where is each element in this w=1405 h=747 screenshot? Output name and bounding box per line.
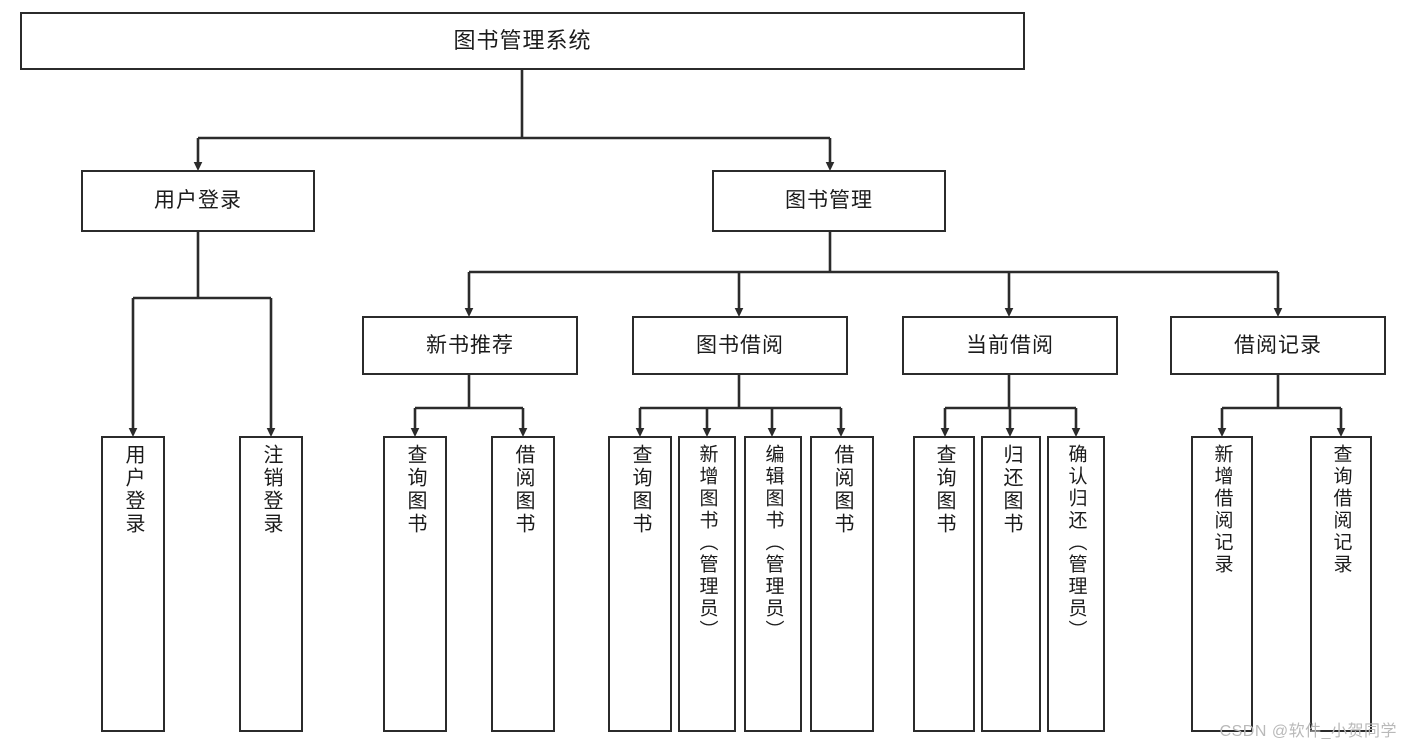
leaf-return-book[interactable]: 归还图书: [981, 436, 1041, 732]
node-label: 查询图书: [933, 444, 955, 536]
node-label: 借阅图书: [512, 444, 534, 536]
node-label: 注销登录: [260, 444, 282, 536]
node-label: 图书管理: [785, 189, 873, 213]
leaf-query-borrow-record[interactable]: 查询借阅记录: [1310, 436, 1372, 732]
node-label: 查询图书: [629, 444, 651, 536]
leaf-add-borrow-record[interactable]: 新增借阅记录: [1191, 436, 1253, 732]
node-label: 新增借阅记录: [1211, 444, 1233, 576]
leaf-edit-book[interactable]: 编辑图书（管理员）: [744, 436, 802, 732]
leaf-borrow-book-recommend[interactable]: 借阅图书: [491, 436, 555, 732]
leaf-add-book[interactable]: 新增图书（管理员）: [678, 436, 736, 732]
node-user-login[interactable]: 用户登录: [81, 170, 315, 232]
node-label: 新书推荐: [426, 333, 514, 357]
leaf-query-book-borrow[interactable]: 查询图书: [608, 436, 672, 732]
node-label: 图书管理系统: [453, 27, 592, 53]
node-label: 用户登录: [154, 189, 242, 213]
leaf-confirm-return[interactable]: 确认归还（管理员）: [1047, 436, 1105, 732]
node-root-system[interactable]: 图书管理系统: [20, 12, 1025, 70]
node-new-book-recommend[interactable]: 新书推荐: [362, 316, 578, 375]
node-label: 借阅图书: [831, 444, 853, 536]
leaf-logout-login[interactable]: 注销登录: [239, 436, 303, 732]
node-book-borrow[interactable]: 图书借阅: [632, 316, 848, 375]
node-label: 编辑图书（管理员）: [762, 444, 784, 642]
node-label: 用户登录: [122, 444, 144, 536]
csdn-watermark: CSDN @软件_小贺同学: [1219, 723, 1397, 740]
leaf-query-book-current[interactable]: 查询图书: [913, 436, 975, 732]
leaf-query-book-recommend[interactable]: 查询图书: [383, 436, 447, 732]
leaf-user-login[interactable]: 用户登录: [101, 436, 165, 732]
node-label: 当前借阅: [966, 333, 1054, 357]
node-label: 查询借阅记录: [1330, 444, 1352, 576]
leaf-borrow-book[interactable]: 借阅图书: [810, 436, 874, 732]
node-label: 查询图书: [404, 444, 426, 536]
node-borrow-record[interactable]: 借阅记录: [1170, 316, 1386, 375]
node-label: 借阅记录: [1234, 333, 1322, 357]
node-label: 图书借阅: [696, 333, 784, 357]
node-label: 确认归还（管理员）: [1065, 444, 1087, 642]
node-current-borrow[interactable]: 当前借阅: [902, 316, 1118, 375]
node-book-management[interactable]: 图书管理: [712, 170, 946, 232]
node-label: 新增图书（管理员）: [696, 444, 718, 642]
node-label: 归还图书: [1000, 444, 1022, 536]
